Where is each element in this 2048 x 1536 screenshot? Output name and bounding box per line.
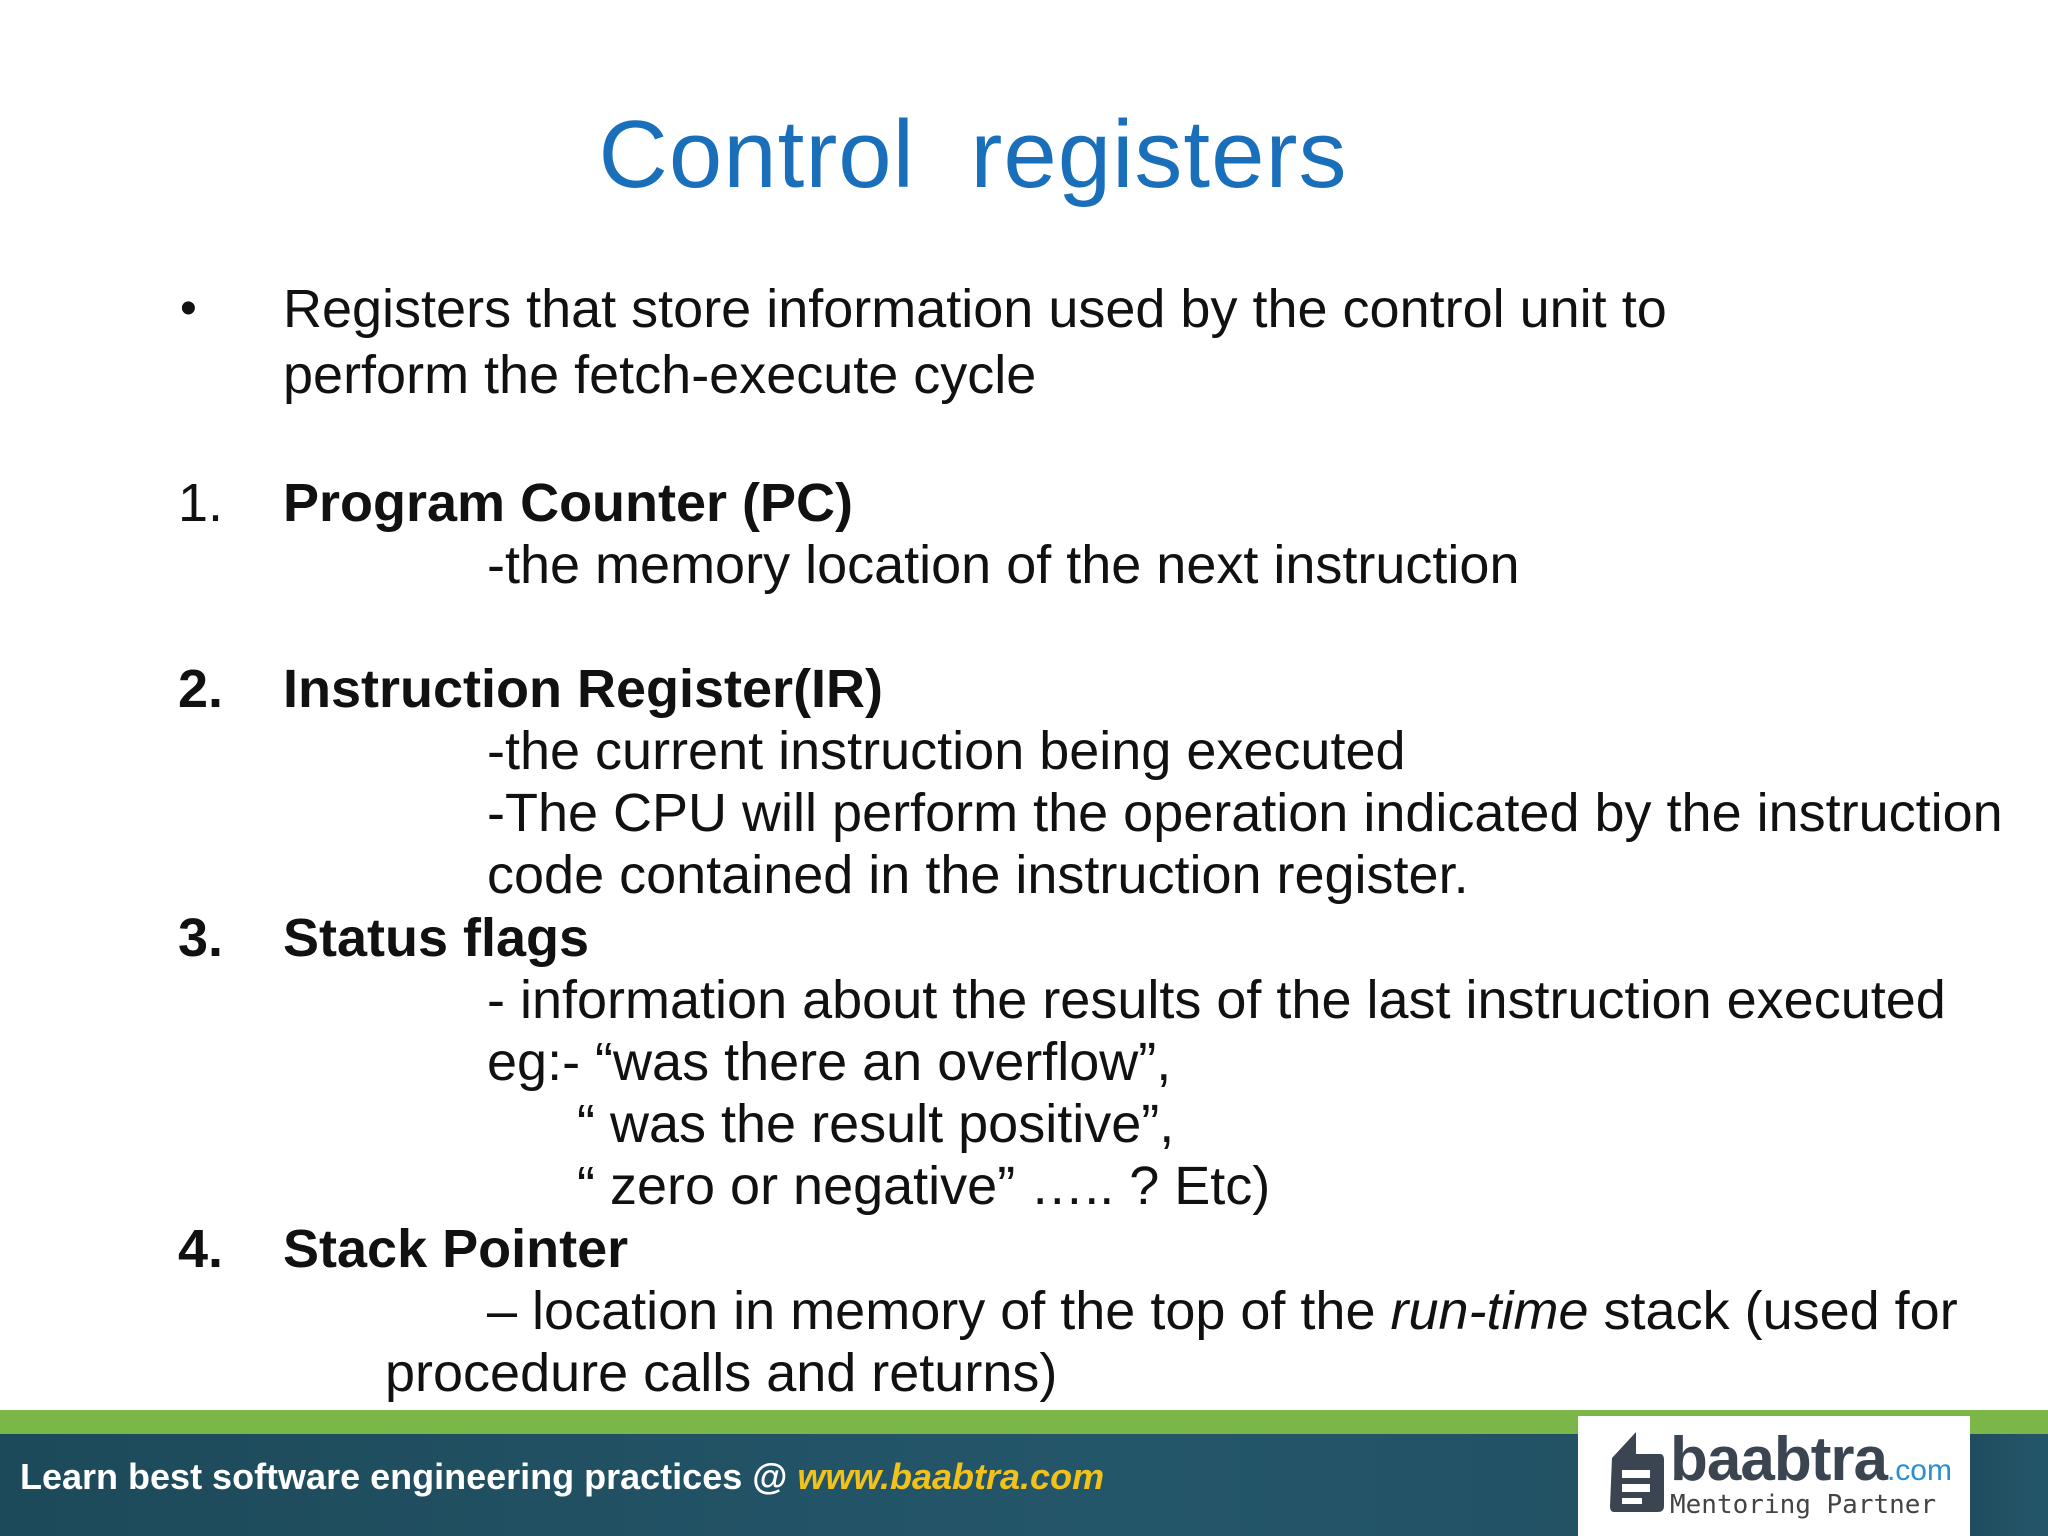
item-desc-stack-pointer-2: procedure calls and returns) [385, 1343, 1058, 1403]
footer-tagline-text: Learn best software engineering practice… [20, 1456, 798, 1497]
slide-content: • Registers that store information used … [178, 279, 2003, 1403]
item-heading-status-flags: Status flags [283, 908, 590, 968]
item-desc-stack-pointer-1: – location in memory of the top of the r… [487, 1280, 1958, 1342]
item-desc-program-counter: -the memory location of the next instruc… [487, 535, 1520, 595]
item-heading-instruction-register: Instruction Register(IR) [283, 659, 884, 719]
logo-wordmark: baabtra.com [1670, 1424, 1952, 1495]
logo-tld: .com [1886, 1454, 1952, 1487]
footer-url-link[interactable]: www.baabtra.com [797, 1456, 1105, 1497]
baabtra-logo-icon [1610, 1432, 1664, 1512]
item-number-4: 4. [178, 1219, 224, 1279]
item-desc-status-flags-4: “ zero or negative” ….. ? Etc) [577, 1156, 1271, 1216]
item-desc-instruction-register-3: code contained in the instruction regist… [487, 845, 1469, 905]
stack-desc-italic: run-time [1390, 1281, 1589, 1341]
footer-tagline: Learn best software engineering practice… [20, 1456, 1104, 1498]
item-desc-status-flags-3: “ was the result positive”, [577, 1094, 1175, 1154]
item-number-1: 1. [178, 473, 224, 533]
item-desc-status-flags-2: eg:- “was there an overflow”, [487, 1032, 1172, 1092]
logo-word: baabtra [1670, 1425, 1888, 1494]
stack-desc-suffix: stack (used for [1588, 1281, 1958, 1341]
intro-line-2: perform the fetch-execute cycle [283, 345, 1037, 405]
item-desc-status-flags-1: - information about the results of the l… [487, 970, 1946, 1030]
item-desc-instruction-register-1: -the current instruction being executed [487, 721, 1406, 781]
bullet-marker: • [180, 282, 197, 335]
intro-line-1: Registers that store information used by… [283, 279, 1667, 339]
slide-title: Control registers [598, 101, 1348, 208]
item-number-3: 3. [178, 908, 224, 968]
item-heading-program-counter: Program Counter (PC) [283, 473, 854, 533]
logo-subtitle: Mentoring Partner [1670, 1490, 1937, 1520]
baabtra-logo: baabtra.com Mentoring Partner [1578, 1416, 1970, 1536]
footer-banner-right [1970, 1434, 2048, 1536]
item-number-2: 2. [178, 659, 224, 719]
item-heading-stack-pointer: Stack Pointer [283, 1219, 629, 1279]
item-desc-instruction-register-2: -The CPU will perform the operation indi… [487, 783, 2003, 843]
stack-desc-prefix: – location in memory of the top of the [487, 1281, 1391, 1341]
